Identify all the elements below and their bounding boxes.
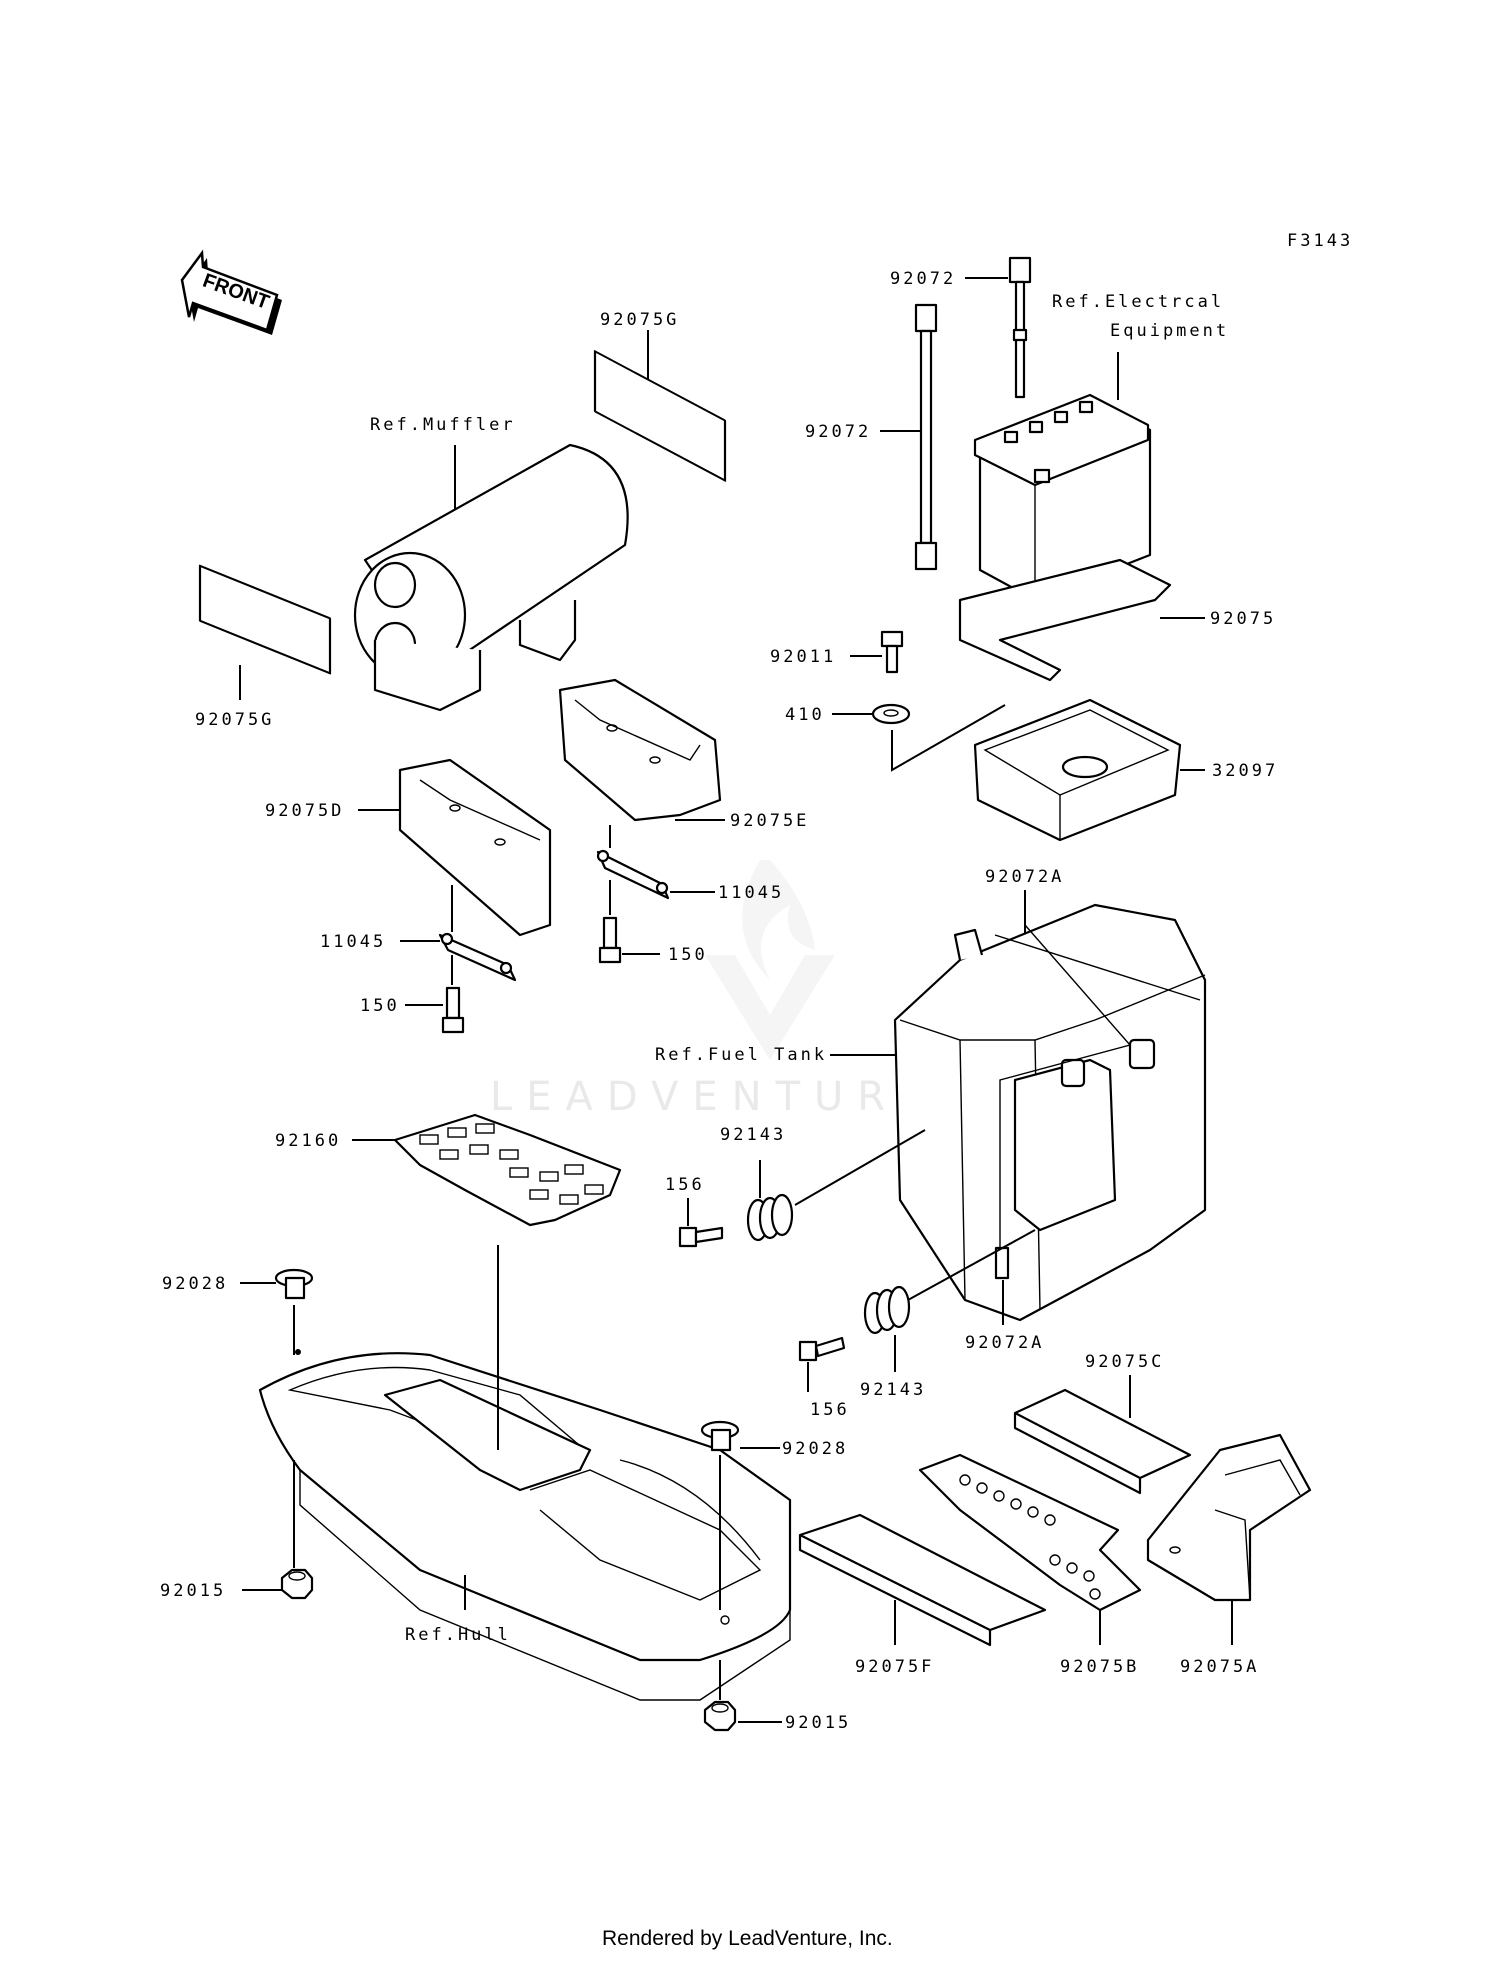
label-11045-right: 11045 (718, 883, 784, 903)
label-ref-muffler: Ref.Muffler (370, 415, 516, 435)
bracket-92075e (558, 678, 722, 822)
nut-92015-bottom (703, 1700, 737, 1732)
footer-credit: Rendered by LeadVenture, Inc. (602, 1927, 893, 1950)
label-92028-left: 92028 (162, 1274, 228, 1294)
strap-92072-left (914, 303, 938, 571)
stay-11045-right (596, 849, 670, 900)
hull (258, 1349, 792, 1701)
pad-92075g-top (593, 350, 727, 482)
plug-92028-right (700, 1420, 740, 1452)
nut-92015-left (280, 1568, 314, 1600)
label-92072-left: 92072 (805, 422, 871, 442)
label-92160: 92160 (275, 1131, 341, 1151)
battery-case-32097 (973, 698, 1182, 842)
grille-92160 (393, 1113, 622, 1227)
watermark-logo (705, 860, 835, 1060)
damper-92143-top (746, 1193, 794, 1242)
bolt-92011 (880, 630, 904, 674)
label-92015-bottom: 92015 (785, 1713, 851, 1733)
label-92072-top: 92072 (890, 269, 956, 289)
label-92075e: 92075E (730, 811, 809, 831)
battery-mat-92075 (958, 558, 1172, 682)
bolt-156-bottom (798, 1336, 846, 1362)
battery (973, 393, 1152, 602)
label-92075a: 92075A (1180, 1657, 1259, 1677)
bolt-150-left (441, 986, 465, 1034)
label-410: 410 (785, 705, 825, 725)
label-92143-top: 92143 (720, 1125, 786, 1145)
label-ref-electrical-2: Equipment (1110, 321, 1229, 341)
strap-92072-top (1008, 256, 1032, 399)
stay-11045-left (438, 932, 517, 982)
damper-92143-bottom (863, 1285, 911, 1335)
label-92075: 92075 (1210, 609, 1276, 629)
pad-92075c (1013, 1388, 1192, 1495)
plate-92075b (918, 1453, 1142, 1612)
bracket-92075a (1146, 1433, 1312, 1602)
label-92075d: 92075D (265, 801, 344, 821)
label-92011: 92011 (770, 647, 836, 667)
muffler (353, 443, 629, 712)
label-156-bottom: 156 (810, 1400, 850, 1420)
fuel-tank (893, 903, 1207, 1322)
bracket-92075d (398, 758, 552, 937)
diagram-code: F3143 (1287, 231, 1353, 251)
label-ref-electrical-1: Ref.Electrcal (1052, 292, 1224, 312)
label-32097: 32097 (1212, 761, 1278, 781)
label-92075c: 92075C (1085, 1352, 1164, 1372)
label-ref-fuel-tank: Ref.Fuel Tank (655, 1045, 827, 1065)
label-92075g-top: 92075G (600, 310, 679, 330)
bolt-150-right (598, 916, 622, 964)
label-92075b: 92075B (1060, 1657, 1139, 1677)
label-150-left: 150 (360, 996, 400, 1016)
label-92143-bottom: 92143 (860, 1380, 926, 1400)
pad-92075f (798, 1513, 1047, 1647)
label-92028-right: 92028 (782, 1439, 848, 1459)
label-150-right: 150 (668, 945, 708, 965)
pad-92075g-left (198, 564, 332, 675)
plug-92028-left (274, 1268, 314, 1300)
label-92075g-left: 92075G (195, 710, 274, 730)
label-92072a-bottom: 92072A (965, 1333, 1044, 1353)
washer-410 (871, 703, 911, 725)
label-92072a-top: 92072A (985, 867, 1064, 887)
label-ref-hull: Ref.Hull (405, 1625, 511, 1645)
label-92015-left: 92015 (160, 1581, 226, 1601)
label-92075f: 92075F (855, 1657, 934, 1677)
front-arrow-icon: FRONT (180, 249, 282, 335)
bolt-156-top (678, 1226, 724, 1248)
label-156-top: 156 (665, 1175, 705, 1195)
label-11045-left: 11045 (320, 932, 386, 952)
watermark-text: LEADVENTURE (490, 1074, 938, 1120)
